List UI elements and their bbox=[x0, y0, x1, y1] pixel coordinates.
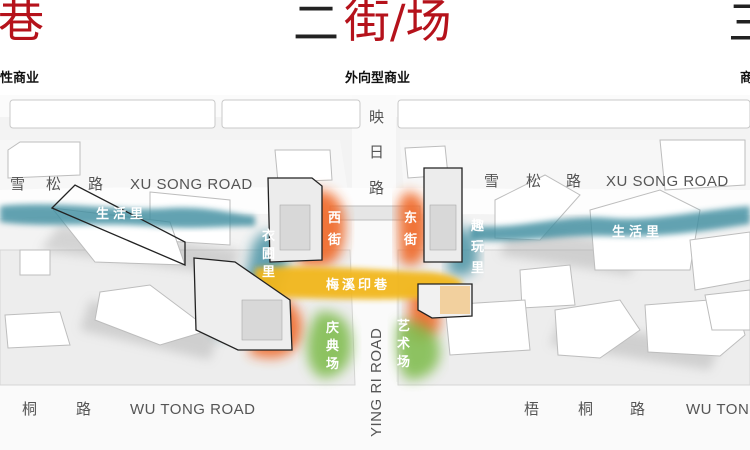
art-char-3: 场 bbox=[397, 355, 410, 370]
east-street-zone bbox=[398, 191, 428, 266]
xu-song-road-label-right: 雪 松 路 XU SONG ROAD bbox=[484, 172, 729, 190]
art-tower-top bbox=[440, 286, 470, 314]
xu-song-en-left: XU SONG ROAD bbox=[130, 176, 253, 193]
ying-ri-cn-2: 日 bbox=[369, 143, 384, 161]
tower-floor-texture bbox=[241, 204, 457, 341]
xu-song-road-label-left: 雪 松 路 XU SONG ROAD bbox=[10, 175, 253, 193]
left-subtitle: 性商业 bbox=[0, 71, 40, 86]
center-subtitle: 外向型商业 bbox=[345, 71, 411, 86]
west-street-char-1: 西 bbox=[328, 211, 341, 226]
fun-street-char-2: 玩 bbox=[471, 240, 484, 255]
wu-tong-road-label-left: 桐 路 WU TONG ROAD bbox=[22, 400, 255, 418]
site-plan-diagram: 雪 松 路 XU SONG ROAD 雪 松 路 XU SONG ROAD 映 … bbox=[0, 95, 750, 450]
art-char-2: 术 bbox=[396, 336, 410, 352]
yi-pu-label: 衣 圃 里 bbox=[262, 228, 275, 280]
fun-street-char-1: 趣 bbox=[470, 218, 485, 234]
fun-street-label: 趣 玩 里 bbox=[470, 218, 485, 276]
celebration-char-1: 庆 bbox=[325, 320, 339, 336]
xu-song-cn-left-2: 松 bbox=[46, 175, 61, 193]
yi-pu-char-1: 衣 bbox=[262, 228, 275, 244]
wu-tong-cn-left-1: 桐 bbox=[22, 400, 37, 418]
wu-tong-en-left: WU TONG ROAD bbox=[130, 401, 255, 418]
xu-song-cn-right-3: 路 bbox=[566, 172, 581, 190]
wu-tong-cn-right-2: 桐 bbox=[578, 400, 593, 418]
ying-ri-cn-3: 路 bbox=[369, 179, 384, 197]
right-title-number: 三 bbox=[728, 0, 750, 48]
meixi-lane-zone bbox=[255, 266, 462, 300]
yi-pu-char-3: 里 bbox=[262, 265, 275, 280]
xu-song-en-right: XU SONG ROAD bbox=[606, 173, 729, 190]
left-title: 巷 bbox=[0, 0, 44, 48]
wu-tong-cn-right-1: 梧 bbox=[524, 400, 539, 418]
life-lane-left-band bbox=[0, 204, 255, 228]
life-lane-right-label: 生活里 bbox=[612, 224, 663, 240]
life-lane-right-band bbox=[470, 206, 750, 241]
life-lane-left-label: 生活里 bbox=[96, 206, 147, 222]
xu-song-cn-left-1: 雪 bbox=[10, 175, 25, 193]
wu-tong-cn-right-3: 路 bbox=[630, 400, 645, 418]
xu-song-cn-left-3: 路 bbox=[88, 175, 103, 193]
celebration-plaza-label: 庆 典 场 bbox=[325, 320, 339, 372]
right-subtitle: 商 bbox=[740, 71, 750, 86]
wu-tong-road-label-right: 梧 桐 路 WU TONG bbox=[524, 400, 750, 418]
art-char-1: 艺 bbox=[397, 318, 410, 334]
art-plaza-label: 艺 术 场 bbox=[396, 318, 410, 370]
celebration-char-2: 典 bbox=[326, 338, 339, 354]
east-street-char-2: 街 bbox=[403, 232, 417, 248]
art-plaza-zone bbox=[396, 321, 440, 380]
west-street-label: 西 街 bbox=[327, 211, 341, 248]
east-street-char-1: 东 bbox=[404, 210, 417, 226]
meixi-lane-label: 梅溪印巷 bbox=[326, 277, 390, 293]
center-title-number: 二 bbox=[293, 0, 339, 50]
east-street-label: 东 街 bbox=[403, 210, 417, 248]
ying-ri-cn-1: 映 bbox=[369, 108, 384, 126]
celebration-plaza-zone bbox=[306, 311, 352, 378]
fun-street-char-3: 里 bbox=[471, 261, 484, 276]
wu-tong-en-right: WU TONG bbox=[686, 401, 750, 418]
wu-tong-cn-left-2: 路 bbox=[76, 400, 91, 418]
center-title: 街/场 bbox=[344, 0, 452, 48]
yi-pu-char-2: 圃 bbox=[262, 247, 275, 262]
ying-ri-road-label-en: YING RI ROAD bbox=[368, 328, 385, 437]
xu-song-cn-right-1: 雪 bbox=[484, 172, 499, 190]
xu-song-cn-right-2: 松 bbox=[526, 172, 541, 190]
west-street-char-2: 街 bbox=[327, 232, 341, 248]
celebration-char-3: 场 bbox=[326, 357, 339, 372]
ying-ri-road-label-cn: 映 日 路 bbox=[369, 108, 384, 197]
outline-overlays bbox=[50, 184, 186, 266]
